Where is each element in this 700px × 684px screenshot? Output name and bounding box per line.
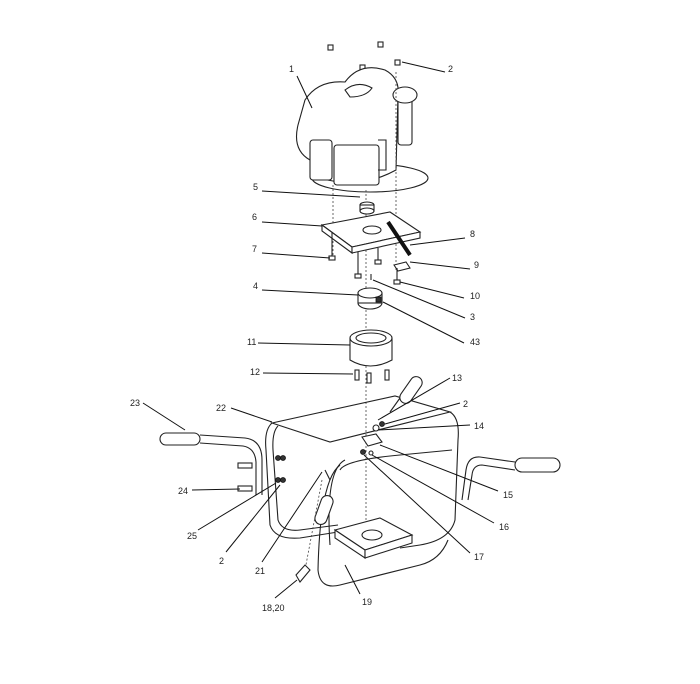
part-22-frame	[265, 395, 459, 587]
callout-43: 43	[470, 337, 481, 347]
callout-5: 5	[253, 182, 259, 192]
callout-24: 24	[178, 486, 189, 496]
callout-19: 19	[362, 597, 373, 607]
callout-2c: 2	[219, 556, 225, 566]
callout-22: 22	[216, 403, 227, 413]
callout-16: 16	[499, 522, 510, 532]
callout-6: 6	[252, 212, 258, 222]
part-6-plate	[320, 211, 422, 255]
part-4-coupler	[357, 287, 383, 310]
callout-9: 9	[474, 260, 480, 270]
part-19-base	[333, 517, 414, 560]
callout-1: 1	[289, 64, 295, 74]
callout-7: 7	[252, 244, 258, 254]
bolts	[328, 232, 401, 285]
handle-right	[461, 456, 561, 501]
callout-10: 10	[470, 291, 481, 301]
nuts-top	[327, 41, 401, 71]
callout-4: 4	[253, 281, 259, 291]
callout-11: 11	[247, 337, 257, 347]
callout-21: 21	[255, 566, 266, 576]
callout-25: 25	[187, 531, 198, 541]
engine	[295, 67, 429, 193]
part-23-handle-left	[159, 432, 286, 495]
callout-17: 17	[474, 552, 485, 562]
handle-upper	[389, 376, 423, 413]
callout-2: 2	[448, 64, 454, 74]
callout-13: 13	[452, 373, 463, 383]
callout-12: 12	[250, 367, 261, 377]
part-11-housing	[349, 329, 393, 367]
small-parts-right	[360, 421, 385, 456]
callout-18-20: 18,20	[262, 603, 285, 613]
callout-3: 3	[470, 312, 476, 322]
lever-left	[295, 469, 334, 583]
part-5-bushing	[359, 201, 375, 215]
callout-23: 23	[130, 398, 141, 408]
callout-14: 14	[474, 421, 485, 431]
callout-8: 8	[470, 229, 476, 239]
callout-2b: 2	[463, 399, 469, 409]
callout-15: 15	[503, 490, 514, 500]
leader-lines	[142, 61, 499, 599]
